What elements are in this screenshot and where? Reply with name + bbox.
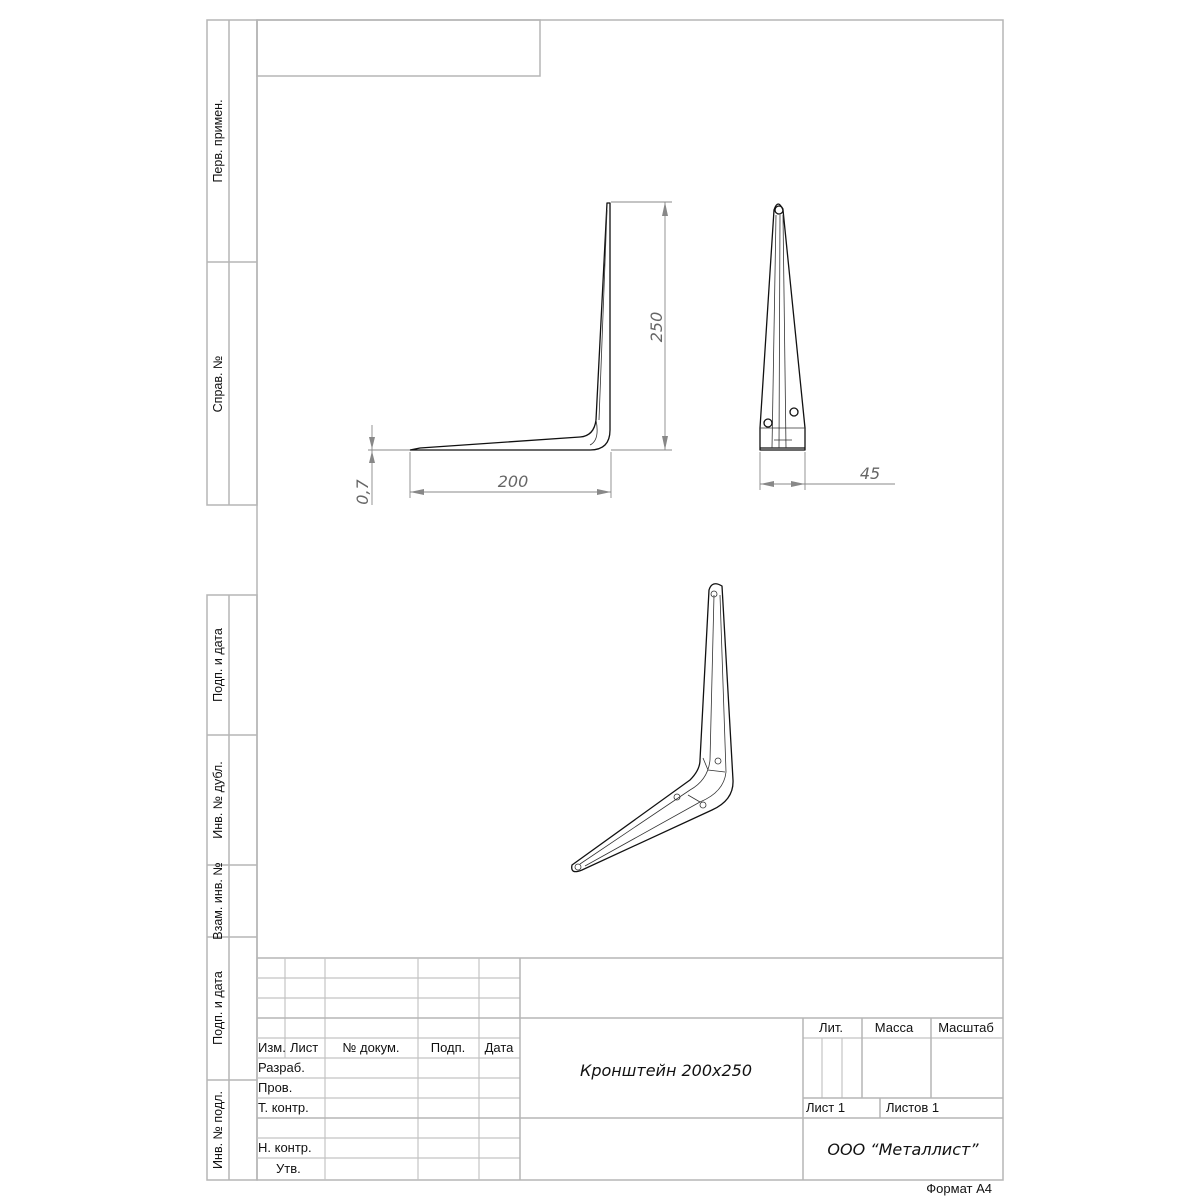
side-strip-labels: Перв. примен. Справ. № Подп. и дата Инв.…: [211, 99, 225, 1168]
role-prov: Пров.: [258, 1080, 292, 1095]
role-utv: Утв.: [276, 1161, 301, 1176]
header-list: Лист: [290, 1040, 318, 1055]
label-perv-primen: Перв. примен.: [211, 99, 225, 182]
role-razrab: Разраб.: [258, 1060, 305, 1075]
drawing-title: Кронштейн 200x250: [580, 1061, 752, 1080]
label-podp-data-2: Подп. и дата: [211, 971, 225, 1045]
label-vzam-inv: Взам. инв. №: [211, 862, 225, 939]
sheet-number: Лист 1: [806, 1100, 845, 1115]
header-izm: Изм.: [258, 1040, 286, 1055]
label-sprav-no: Справ. №: [211, 356, 225, 413]
isometric-view: [571, 583, 734, 873]
lit-label: Лит.: [819, 1020, 843, 1035]
header-podp: Подп.: [431, 1040, 466, 1055]
label-podp-data-1: Подп. и дата: [211, 628, 225, 702]
dim-width: 45: [860, 464, 880, 483]
sheet-frame: [206, 19, 1004, 1181]
sheet-count: Листов 1: [886, 1100, 939, 1115]
label-inv-dubl: Инв. № дубл.: [211, 761, 225, 838]
dim-height: 250: [647, 312, 666, 343]
format-label: Формат А4: [926, 1181, 992, 1196]
header-date: Дата: [485, 1040, 515, 1055]
scale-label: Масштаб: [938, 1020, 994, 1035]
company-name: ООО “Металлист”: [827, 1140, 979, 1159]
side-view: 250 200 0,7: [353, 201, 672, 505]
dim-thickness: 0,7: [353, 478, 372, 504]
dim-length: 200: [498, 472, 529, 491]
front-view: 45: [759, 203, 895, 490]
mass-label: Масса: [875, 1020, 914, 1035]
title-block: Изм. Лист № докум. Подп. Дата Разраб. Пр…: [257, 957, 1003, 1196]
label-inv-podl: Инв. № подл.: [211, 1091, 225, 1169]
role-nkontr: Н. контр.: [258, 1140, 312, 1155]
header-doc: № докум.: [342, 1040, 399, 1055]
role-tkontr: Т. контр.: [258, 1100, 309, 1115]
